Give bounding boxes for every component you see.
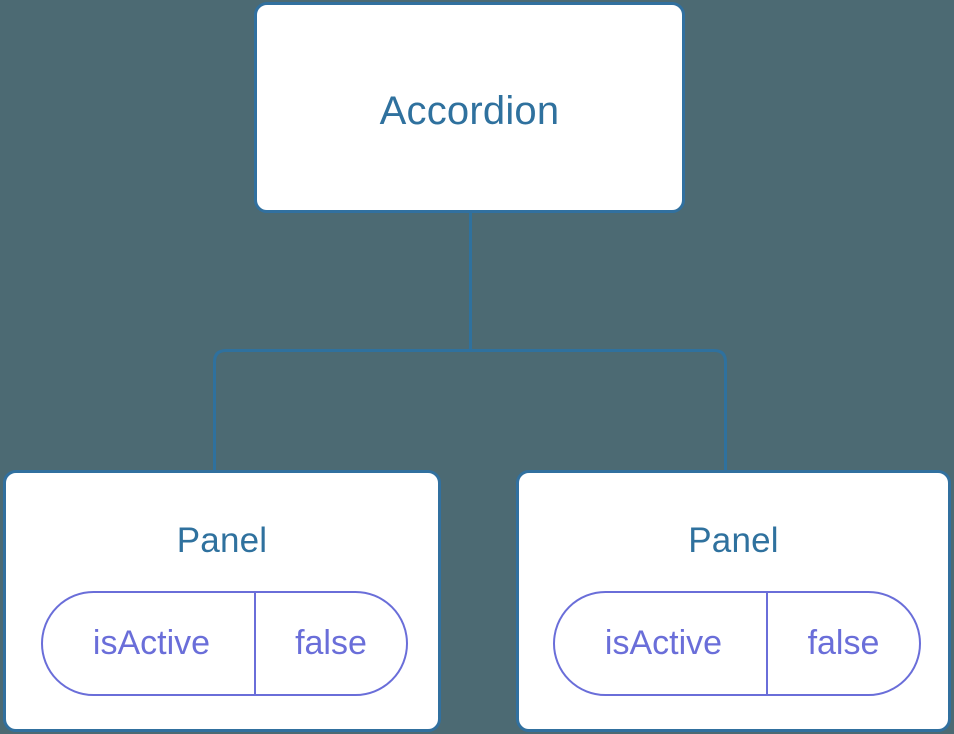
node-accordion-label: Accordion xyxy=(379,89,560,133)
node-panel-2-label: Panel xyxy=(688,521,779,560)
connector-branch-left xyxy=(213,349,471,472)
node-panel-1[interactable]: Panel isActive false xyxy=(3,470,441,732)
prop-pill-panel-2[interactable]: isActive false xyxy=(553,591,921,696)
prop-value-isactive: false xyxy=(766,593,919,694)
prop-key-isactive: isActive xyxy=(92,624,211,662)
node-panel-2[interactable]: Panel isActive false xyxy=(516,470,951,732)
node-accordion[interactable]: Accordion xyxy=(254,2,685,213)
connector-branch-right xyxy=(470,349,727,472)
prop-key-isactive: isActive xyxy=(604,624,723,662)
prop-value-isactive: false xyxy=(254,593,406,694)
node-panel-1-label: Panel xyxy=(176,521,268,560)
prop-pill-panel-1[interactable]: isActive false xyxy=(41,591,408,696)
